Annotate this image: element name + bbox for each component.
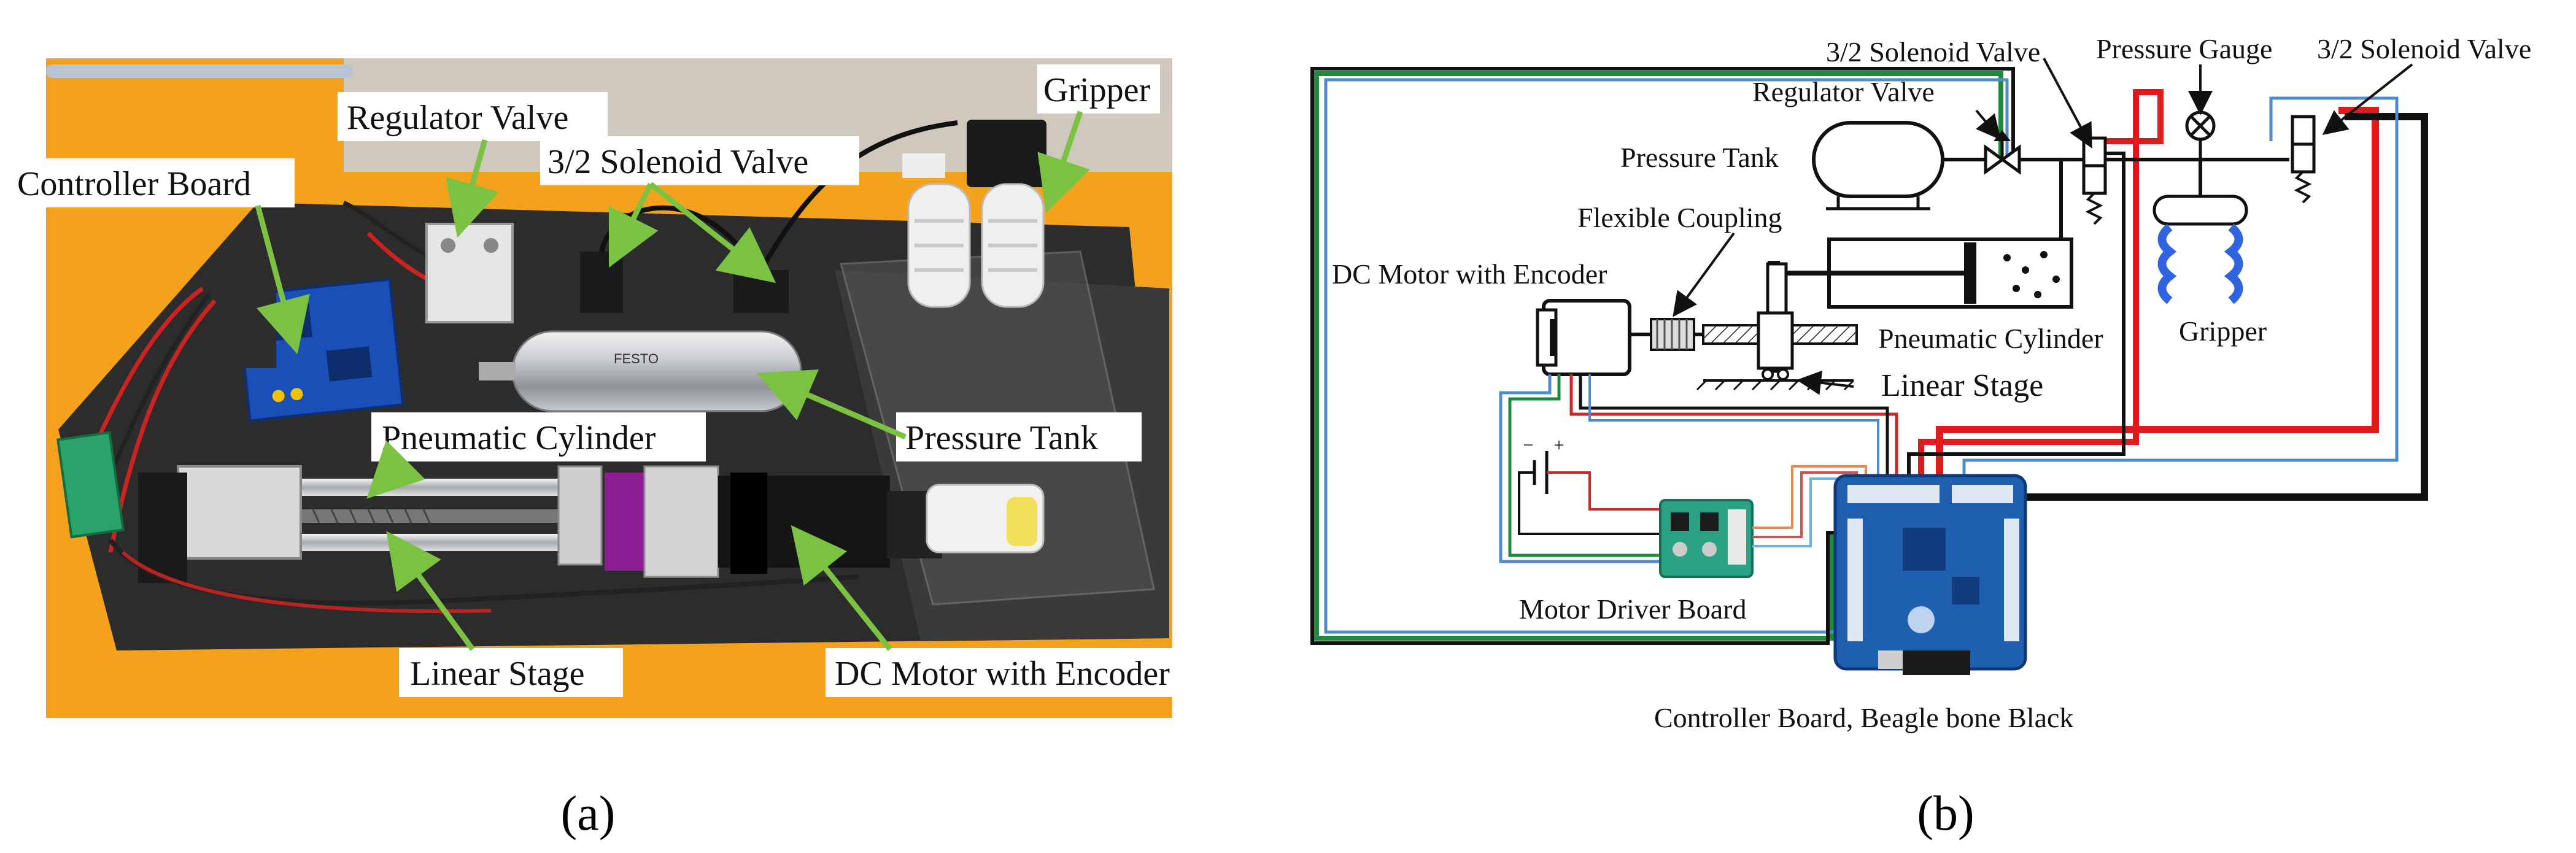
label-b-stage: Linear Stage <box>1881 368 2043 403</box>
label-box-stage <box>399 648 623 697</box>
tank-fitting <box>479 362 516 380</box>
wire-red-right <box>1936 107 2379 479</box>
solenoid-valve-1-symbol <box>2082 136 2107 225</box>
label-regulator-valve: Regulator Valve <box>347 99 568 137</box>
wire-driver-ribbon-3 <box>1752 477 1847 547</box>
arrow-solenoid-1 <box>608 182 659 268</box>
label-box-cylinder <box>371 412 706 461</box>
wire-motor-green <box>1508 374 1666 557</box>
arrow-dc-motor <box>791 525 892 651</box>
callout-regulator <box>1975 109 2002 141</box>
label-b-tank: Pressure Tank <box>1620 142 1779 173</box>
lead-screw <box>209 509 589 523</box>
callout-stage <box>1797 370 1854 395</box>
panel-a-arrows <box>255 110 1090 651</box>
tank-brand-text: FESTO <box>614 351 659 366</box>
label-dc-motor: DC Motor with Encoder <box>835 655 1170 693</box>
wire-black-outer <box>1310 67 2015 645</box>
label-box-motor <box>826 648 1224 697</box>
panel-b-callouts <box>1673 58 2413 395</box>
label-b-dc-motor: DC Motor with Encoder <box>1332 258 1607 290</box>
label-b-regulator: Regulator Valve <box>1752 76 1935 107</box>
battery-minus: − <box>1523 435 1534 455</box>
label-b-gripper: Gripper <box>2179 315 2267 347</box>
pressure-tank-symbol <box>1812 121 1944 198</box>
solenoid-valve-photo-2 <box>733 270 789 313</box>
stage-carriage <box>557 465 603 566</box>
flexible-coupling-photo <box>605 473 648 571</box>
label-b-cylinder: Pneumatic Cylinder <box>1878 323 2103 354</box>
callout-solenoid-1 <box>2043 58 2092 149</box>
label-box-controller <box>6 158 295 207</box>
driver-board-photo <box>56 431 125 539</box>
arrow-controller-board <box>255 204 310 355</box>
solenoid-valve-photo-1 <box>580 252 623 313</box>
label-box-tank <box>896 412 1142 461</box>
battery-plus: + <box>1554 435 1565 455</box>
label-b-solenoid-2: 3/2 Solenoid Valve <box>2317 33 2531 64</box>
dc-motor-symbol <box>1536 299 1631 376</box>
motor-driver-board-symbol <box>1659 499 1754 578</box>
controller-board-mount <box>203 270 276 368</box>
label-b-controller: Controller Board, Beagle bone Black <box>1654 702 2073 733</box>
wire-motor-red <box>1569 374 1898 479</box>
caption-a: (a) <box>561 787 616 841</box>
panel-b-labels: 3/2 Solenoid Valve Regulator Valve Press… <box>1332 33 2531 733</box>
label-gripper: Gripper <box>1043 71 1151 109</box>
panel-a-labels: Controller Board Regulator Valve 3/2 Sol… <box>6 64 1224 697</box>
table-front-edge <box>46 700 1172 718</box>
arrow-pneumatic-cylinder <box>366 440 425 499</box>
wire-driver-ribbon <box>1752 465 1867 529</box>
label-b-gauge: Pressure Gauge <box>2096 33 2272 64</box>
label-b-coupling: Flexible Coupling <box>1577 202 1782 233</box>
controller-board-symbol <box>1833 474 2027 675</box>
pneumatic-cylinder-photo <box>177 465 302 560</box>
wire-green-outer <box>1314 71 2003 641</box>
pneumatic-cylinder-symbol <box>1768 160 2073 309</box>
arrow-regulator-valve <box>446 139 499 238</box>
bottom-cables-red <box>121 550 492 614</box>
wire-motor-teal <box>1588 374 1879 479</box>
label-b-driver: Motor Driver Board <box>1519 593 1746 625</box>
label-pressure-tank: Pressure Tank <box>905 419 1098 457</box>
wire-blue-right <box>1962 96 2399 479</box>
callout-solenoid-2 <box>2322 63 2413 135</box>
arrow-gripper <box>1037 110 1090 214</box>
gripper-photo <box>902 120 1046 308</box>
label-controller-board: Controller Board <box>17 165 251 203</box>
arrow-linear-stage <box>386 531 475 651</box>
wire-red-valve1 <box>1918 89 2164 479</box>
caption-b: (b) <box>1917 787 1974 841</box>
flexible-coupling-symbol <box>1626 318 1703 351</box>
gripper-symbol <box>2152 160 2248 304</box>
cable-top <box>46 64 353 78</box>
stage-end-block <box>138 473 187 583</box>
label-box-gripper <box>1037 64 1160 114</box>
arrow-solenoid-2 <box>649 182 776 284</box>
pressure-tank-photo <box>511 330 802 412</box>
label-box-solenoid <box>540 136 859 185</box>
solenoid-valve-2-symbol <box>2291 115 2316 204</box>
pressure-gauge-symbol <box>2185 110 2216 160</box>
label-pneumatic-cylinder: Pneumatic Cylinder <box>382 419 656 457</box>
wire-motor-blue <box>1499 374 1666 563</box>
panel-b-schematic: − + <box>1310 67 2428 675</box>
arrow-pressure-tank <box>757 369 907 440</box>
battery-symbol <box>1518 451 1660 535</box>
motor-bracket <box>730 473 767 574</box>
coupling-clear <box>643 465 719 578</box>
regulator-valve-photo <box>425 223 514 323</box>
label-solenoid-valve: 3/2 Solenoid Valve <box>547 143 808 181</box>
label-b-solenoid-1: 3/2 Solenoid Valve <box>1826 36 2040 68</box>
callout-coupling <box>1673 232 1735 317</box>
label-box-regulator <box>338 92 608 141</box>
regulator-screw <box>441 238 455 253</box>
gripper-tips-yellow <box>1007 497 1037 546</box>
wire-motor-black <box>1579 374 1889 479</box>
regulator-screw-2 <box>484 238 498 253</box>
label-linear-stage: Linear Stage <box>410 655 585 693</box>
wire-black-valve1 <box>1907 152 2125 479</box>
